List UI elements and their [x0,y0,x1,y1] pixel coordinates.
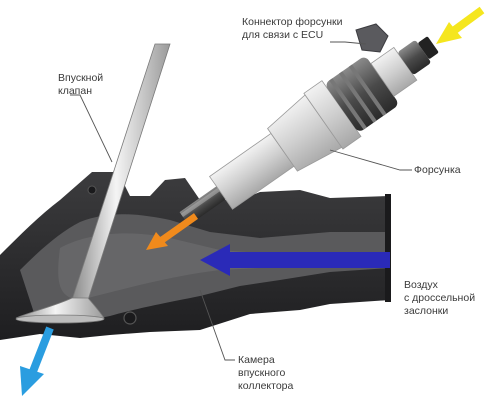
connector-clip [355,23,389,53]
connector-label: Коннектор форсунки для связи с ECU [242,16,342,42]
injector-label-text: Форсунка [414,164,461,176]
connector-label-line1: Коннектор форсунки [242,16,343,28]
fuel-spray-arrow [146,213,199,250]
intake-valve-label: Впускной клапан [58,72,103,98]
air-label: Воздух с дроссельной заслонки [404,279,475,318]
air-label-line3: заслонки [404,305,449,317]
air-label-line2: с дроссельной [404,292,476,304]
fuel-inlet-arrow [436,6,485,44]
leader-lines [70,41,412,361]
connector-label-line2: для связи с ECU [242,29,324,41]
intake-valve-label-line1: Впускной [58,72,104,84]
air-fuel-outlet-arrow [20,326,54,396]
injector-label: Форсунка [414,164,461,177]
intake-valve-label-line2: клапан [58,85,93,97]
manifold-chamber-label-line2: впускного [238,367,286,379]
manifold-chamber-label-line1: Камера [238,354,275,366]
manifold-chamber-label: Камера впускного коллектора [238,354,293,393]
air-flow-arrow [200,244,390,276]
intake-valve [15,43,171,324]
fuel-injector [179,36,439,226]
manifold-chamber-label-line3: коллектора [238,380,294,392]
air-label-line1: Воздух [404,279,438,291]
